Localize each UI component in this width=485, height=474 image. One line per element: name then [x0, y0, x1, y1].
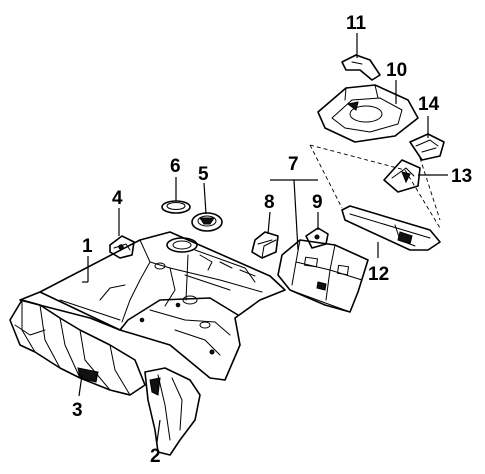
plug-6 — [161, 200, 191, 214]
spare-wheel-well-10 — [317, 84, 419, 143]
callout-11: 11 — [346, 13, 367, 34]
bracket-11 — [341, 54, 381, 81]
small-bracket-4 — [109, 235, 135, 259]
callout-4: 4 — [112, 188, 123, 209]
callout-5: 5 — [198, 164, 209, 185]
bracket-13 — [383, 159, 421, 193]
callout-3: 3 — [72, 400, 83, 421]
callout-7: 7 — [288, 154, 299, 175]
rear-rail-12 — [341, 205, 441, 251]
floor-pan — [19, 231, 286, 381]
callout-14: 14 — [418, 94, 440, 115]
callout-1: 1 — [82, 236, 93, 257]
bracket-14 — [409, 133, 445, 161]
callout-6: 6 — [170, 156, 181, 177]
callout-10: 10 — [386, 60, 407, 81]
callout-9: 9 — [312, 192, 323, 213]
callout-12: 12 — [368, 264, 389, 285]
bracket-9 — [305, 227, 329, 249]
callout-13: 13 — [451, 166, 472, 187]
rear-corner-bracket — [144, 367, 201, 456]
callout-2: 2 — [150, 446, 161, 467]
left-sill-section — [9, 299, 146, 396]
dashed-guides — [309, 144, 441, 229]
leader-lines — [78, 33, 448, 443]
mount-5 — [191, 212, 223, 232]
rear-panel-7 — [277, 239, 369, 313]
callout-labels: 1 2 3 4 5 6 7 8 9 10 11 12 13 14 — [72, 13, 472, 467]
callout-8: 8 — [264, 192, 275, 213]
bracket-8 — [251, 231, 279, 259]
